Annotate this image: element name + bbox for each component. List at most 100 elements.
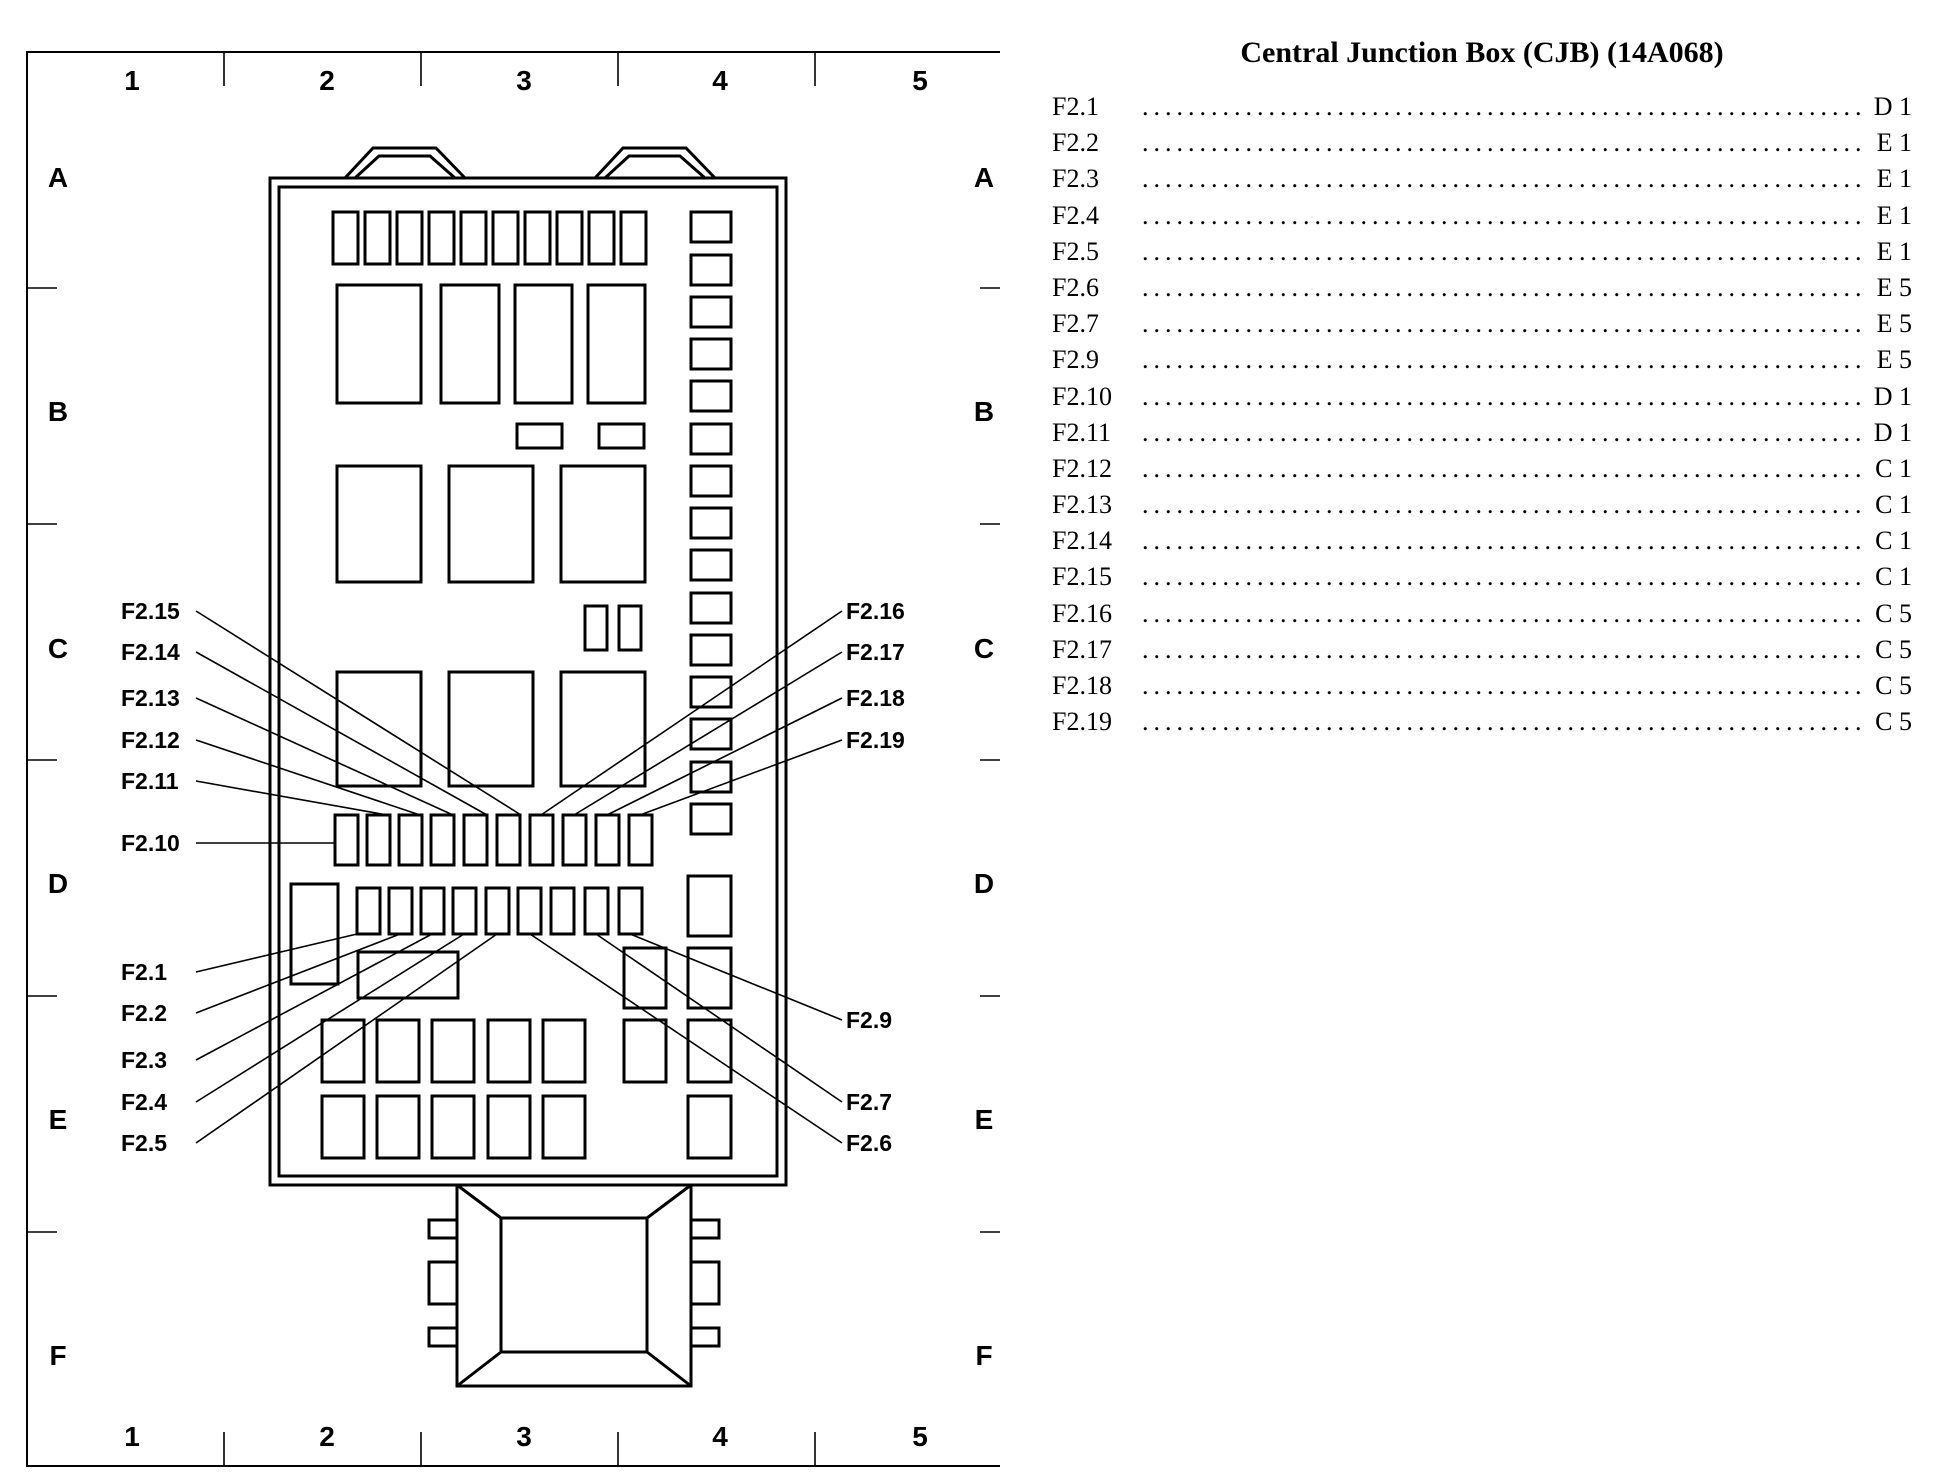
fuse-label-f2-12: F2.12: [121, 727, 180, 753]
legend-grid-location: C 1: [1875, 453, 1912, 483]
legend-grid-location: E 1: [1876, 200, 1912, 230]
legend-row: F2.6....................................…: [1052, 273, 1912, 309]
row-label-e-right: E: [975, 1104, 994, 1135]
fuse-label-f2-3: F2.3: [121, 1047, 167, 1073]
fuse-label-f2-16: F2.16: [846, 598, 905, 624]
col-label-4-top: 4: [712, 65, 728, 96]
fuse-location-legend: Central Junction Box (CJB) (14A068) F2.1…: [1052, 36, 1912, 743]
legend-grid-location: D 1: [1873, 417, 1912, 447]
fuse-label-f2-10: F2.10: [121, 830, 180, 856]
legend-fuse-code: F2.6: [1052, 272, 1099, 302]
row-label-c-right: C: [974, 633, 994, 664]
middle-fuse-row: [333, 813, 654, 867]
legend-fuse-code: F2.2: [1052, 128, 1099, 158]
legend-grid-location: E 1: [1876, 164, 1912, 194]
row-label-d-right: D: [974, 868, 994, 899]
legend-row: F2.12...................................…: [1052, 454, 1912, 490]
legend-fuse-code: F2.16: [1052, 598, 1112, 628]
relay-block: [335, 283, 647, 788]
legend-title: Central Junction Box (CJB) (14A068): [1240, 36, 1724, 69]
fuse-label-f2-1: F2.1: [121, 959, 167, 985]
legend-fuse-code: F2.18: [1052, 671, 1112, 700]
lower-fuse-row: [355, 886, 644, 936]
legend-fuse-code: F2.12: [1052, 453, 1112, 483]
junction-box-body: [268, 176, 788, 1187]
legend-fuse-code: F2.15: [1052, 562, 1112, 592]
grid-ticks: [27, 52, 1000, 1466]
legend-dot-leader: ........................................…: [1142, 236, 1862, 266]
col-label-5-bottom: 5: [912, 1421, 928, 1452]
legend-dot-leader: ........................................…: [1142, 417, 1862, 447]
legend-fuse-code: F2.3: [1052, 164, 1099, 194]
legend-grid-location: C 1: [1875, 526, 1912, 556]
legend-row: F2.5....................................…: [1052, 237, 1912, 273]
row-label-a-left: A: [48, 162, 68, 193]
legend-dot-leader: ........................................…: [1142, 92, 1862, 121]
legend-dot-leader: ........................................…: [1142, 526, 1862, 556]
grid-frame: [26, 51, 1000, 1467]
legend-fuse-code: F2.14: [1052, 526, 1112, 556]
fuse-label-f2-5: F2.5: [121, 1130, 167, 1156]
fuse-label-f2-7: F2.7: [846, 1089, 892, 1115]
legend-grid-location: C 5: [1875, 598, 1912, 628]
legend-row: F2.17...................................…: [1052, 635, 1912, 671]
legend-row: F2.10...................................…: [1052, 382, 1912, 418]
legend-dot-leader: ........................................…: [1142, 128, 1862, 158]
legend-fuse-code: F2.19: [1052, 707, 1112, 737]
legend-row: F2.1....................................…: [1052, 92, 1912, 128]
legend-grid-location: D 1: [1873, 92, 1912, 121]
legend-dot-leader: ........................................…: [1142, 200, 1862, 230]
legend-grid-location: C 5: [1875, 707, 1912, 737]
row-label-e-left: E: [49, 1104, 68, 1135]
legend-row: F2.4....................................…: [1052, 201, 1912, 237]
legend-fuse-code: F2.4: [1052, 200, 1099, 230]
col-label-5-top: 5: [912, 65, 928, 96]
legend-dot-leader: ........................................…: [1142, 707, 1862, 737]
col-label-4-bottom: 4: [712, 1421, 728, 1452]
legend-dot-leader: ........................................…: [1142, 309, 1862, 339]
legend-fuse-code: F2.10: [1052, 381, 1112, 411]
legend-grid-location: C 5: [1875, 671, 1912, 700]
legend-dot-leader: ........................................…: [1142, 345, 1862, 375]
leader-lines: [195, 610, 843, 1144]
row-label-c-left: C: [48, 633, 68, 664]
col-label-3-top: 3: [516, 65, 532, 96]
legend-fuse-code: F2.1: [1052, 92, 1099, 121]
legend-row: F2.3....................................…: [1052, 164, 1912, 200]
fuse-label-f2-6: F2.6: [846, 1130, 892, 1156]
fuse-label-f2-13: F2.13: [121, 685, 180, 711]
legend-grid-location: C 5: [1875, 634, 1912, 664]
legend-fuse-code: F2.13: [1052, 490, 1112, 520]
legend-grid-location: E 5: [1876, 345, 1912, 375]
legend-grid-location: E 1: [1876, 236, 1912, 266]
row-label-a-right: A: [974, 162, 994, 193]
legend-dot-leader: ........................................…: [1142, 634, 1862, 664]
mounting-tabs: [343, 146, 717, 180]
legend-row: F2.9....................................…: [1052, 345, 1912, 381]
legend-dot-leader: ........................................…: [1142, 381, 1862, 411]
col-label-1-top: 1: [124, 65, 140, 96]
legend-grid-location: E 5: [1876, 309, 1912, 339]
col-label-3-bottom: 3: [516, 1421, 532, 1452]
legend-grid-location: C 1: [1875, 562, 1912, 592]
fuse-label-f2-19: F2.19: [846, 727, 905, 753]
fuse-label-f2-11: F2.11: [121, 768, 179, 794]
legend-grid-location: D 1: [1873, 381, 1912, 411]
legend-dot-leader: ........................................…: [1142, 490, 1862, 520]
legend-row: F2.16...................................…: [1052, 599, 1912, 635]
fuse-label-f2-9: F2.9: [846, 1007, 892, 1033]
row-label-b-left: B: [48, 396, 68, 427]
legend-dot-leader: ........................................…: [1142, 272, 1862, 302]
legend-dot-leader: ........................................…: [1142, 164, 1862, 194]
fuse-label-f2-15: F2.15: [121, 598, 180, 624]
legend-dot-leader: ........................................…: [1142, 671, 1862, 700]
legend-fuse-code: F2.5: [1052, 236, 1099, 266]
top-fuse-row: [331, 210, 648, 266]
row-label-f-right: F: [975, 1340, 992, 1371]
legend-dot-leader: ........................................…: [1142, 453, 1862, 483]
legend-fuse-code: F2.7: [1052, 309, 1099, 339]
legend-row: F2.2....................................…: [1052, 128, 1912, 164]
legend-grid-location: E 5: [1876, 272, 1912, 302]
row-label-b-right: B: [974, 396, 994, 427]
junction-box-diagram: 1 2 3 4 5 1 2 3 4 5 A B C D E F A B C D …: [26, 51, 1000, 1467]
